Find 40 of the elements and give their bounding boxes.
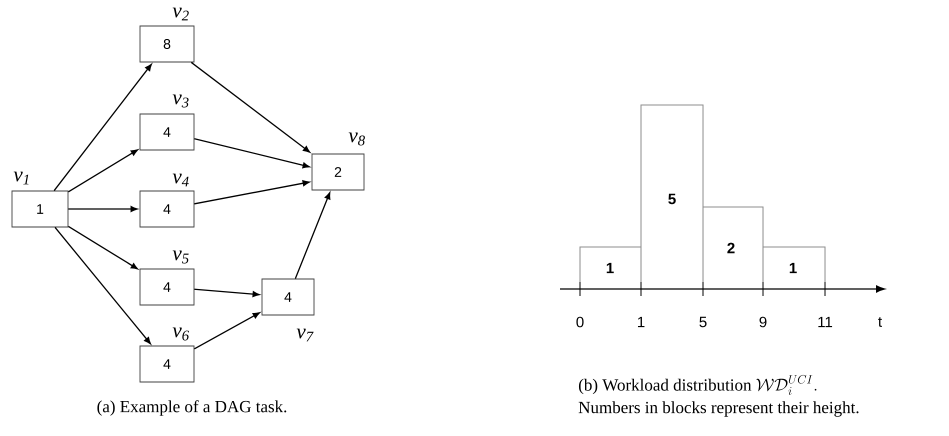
arrow [194, 288, 260, 298]
node-label: v$_{1}$ [14, 172, 28, 184]
arrow [68, 226, 138, 270]
arrow [68, 149, 138, 192]
node-label: v$_{6}$ [172, 328, 190, 340]
task-box: 4 [140, 114, 194, 150]
caption: Numbers in blocks represent their height. [578, 401, 858, 417]
task-box: 4 [140, 190, 194, 228]
tick-label: 0 [576, 316, 584, 328]
arrow [54, 227, 151, 344]
arrow [190, 62, 310, 153]
workload-block: 1 [580, 246, 642, 290]
workload-block: 5 [640, 104, 704, 290]
tick-label: 9 [760, 316, 766, 328]
node-label: v$_{2}$ [172, 8, 189, 20]
tick-label: 5 [699, 316, 707, 328]
axis-label: t [878, 317, 882, 327]
tick-label: 1 [638, 316, 644, 328]
arrow [194, 312, 260, 350]
node-label: v$_{3}$ [172, 94, 189, 108]
arrow [294, 192, 330, 279]
workload-block: 2 [702, 206, 764, 290]
node-label: v$_{8}$ [348, 132, 365, 146]
task-box: 2 [312, 154, 364, 190]
arrow [54, 64, 152, 191]
arrow [194, 180, 310, 204]
arrow [68, 206, 138, 212]
task-box: 4 [262, 278, 314, 316]
task-box: 1 [12, 190, 68, 228]
workload-block: 1 [762, 246, 826, 290]
caption: (b) Workload distribution $\mathcal{WD}_i^{UCI}.$ [578, 374, 816, 395]
node-label: v$_{4}$ [172, 174, 189, 186]
task-box: 4 [140, 346, 194, 382]
task-box: 4 [140, 268, 194, 306]
task-box: 8 [140, 26, 194, 62]
arrow [194, 138, 310, 168]
tick-label: 11 [818, 316, 832, 328]
node-label: v$_{5}$ [172, 250, 189, 264]
node-label: v$_{7}$ [296, 328, 314, 342]
caption: (a) Example of a DAG task. [97, 400, 286, 416]
